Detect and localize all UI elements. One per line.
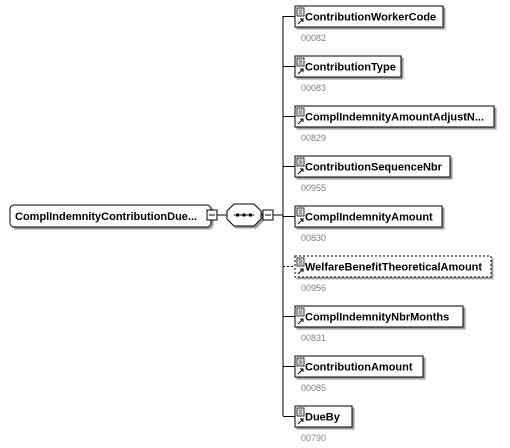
element-doc-icon [296, 57, 305, 67]
reference-arrow-icon [297, 18, 304, 25]
child-element-box [294, 355, 424, 378]
element-code: 00956 [301, 283, 326, 293]
child-element-label: DueBy [305, 412, 341, 424]
child-element-box [294, 405, 353, 428]
element-code: 00790 [301, 433, 326, 443]
element-code: 00831 [301, 333, 326, 343]
element-doc-icon [296, 307, 305, 317]
root-element[interactable]: ComplIndemnityContributionDue... [9, 204, 212, 228]
child-element-box [294, 305, 464, 328]
child-element[interactable]: ContributionType 00083 [283, 55, 402, 93]
sequence-compositor[interactable] [226, 203, 262, 227]
compositor-collapse-toggle[interactable] [262, 209, 274, 221]
child-element-box [294, 5, 444, 28]
reference-arrow-icon [297, 218, 304, 225]
reference-arrow-icon [297, 418, 304, 425]
child-element[interactable]: WelfareBenefitTheoreticalAmount 00956 [283, 255, 492, 293]
child-element-label: WelfareBenefitTheoreticalAmount [305, 262, 482, 274]
child-element-label: ContributionSequenceNbr [305, 162, 443, 174]
reference-arrow-icon [297, 168, 304, 175]
child-element-label: ContributionWorkerCode [305, 12, 436, 24]
element-code: 00083 [301, 83, 326, 93]
child-element-box [294, 155, 451, 178]
element-code: 00829 [301, 133, 326, 143]
child-element[interactable]: ContributionAmount 00085 [283, 355, 424, 393]
child-element-label: ContributionAmount [305, 362, 413, 374]
element-doc-icon [296, 107, 305, 117]
element-code: 00955 [301, 183, 326, 193]
child-element-label: ContributionType [305, 62, 396, 74]
child-element[interactable]: ComplIndemnityNbrMonths 00831 [283, 305, 464, 343]
child-element-label: ComplIndemnityAmount [305, 212, 433, 224]
root-collapse-toggle[interactable] [206, 209, 218, 221]
reference-arrow-icon [297, 68, 304, 75]
child-element[interactable]: ComplIndemnityAmountAdjustN... 00829 [283, 105, 495, 143]
reference-arrow-icon [297, 268, 304, 275]
reference-arrow-icon [297, 368, 304, 375]
element-code: 00085 [301, 383, 326, 393]
element-doc-icon [296, 207, 305, 217]
child-element-label: ComplIndemnityAmountAdjustN... [305, 112, 484, 124]
child-element-box [294, 205, 443, 228]
reference-arrow-icon [297, 318, 304, 325]
child-element-box [294, 105, 495, 128]
element-doc-icon [296, 357, 305, 367]
element-code: 00082 [301, 33, 326, 43]
child-element-box [294, 255, 492, 278]
element-doc-icon [296, 157, 305, 167]
child-element-box [294, 55, 402, 78]
child-element-label: ComplIndemnityNbrMonths [305, 312, 449, 324]
element-code: 00830 [301, 233, 326, 243]
element-doc-icon [296, 257, 305, 267]
child-element[interactable]: ContributionWorkerCode 00082 [283, 5, 444, 43]
reference-arrow-icon [297, 118, 304, 125]
child-element[interactable]: DueBy 00790 [283, 405, 353, 443]
root-element-label: ComplIndemnityContributionDue... [15, 211, 197, 223]
element-doc-icon [296, 7, 305, 17]
child-element[interactable]: ContributionSequenceNbr 00955 [283, 155, 451, 193]
child-elements: ContributionWorkerCode 00082ContributionT… [283, 5, 495, 443]
element-doc-icon [296, 407, 305, 417]
child-element[interactable]: ComplIndemnityAmount 00830 [283, 205, 443, 243]
